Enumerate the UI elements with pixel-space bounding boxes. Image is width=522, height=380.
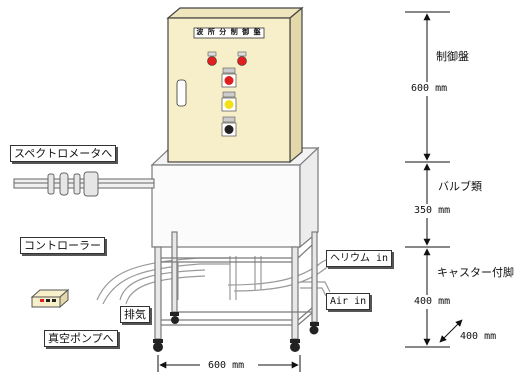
helium-in-label: ヘリウム in: [326, 250, 393, 267]
valve-stand: [150, 146, 320, 340]
caster-label: キャスター付脚: [437, 266, 514, 279]
spectrometer-label: スペクトロメータへ: [10, 145, 117, 162]
panel-title: 波 所 分 制 御 盤: [196, 28, 262, 36]
control-panel-height: 600 mm: [411, 82, 448, 96]
depth-dimension: 400 mm: [460, 331, 497, 342]
vacuum-pump-label: 真空ポンプへ: [44, 330, 118, 347]
tubing: [96, 256, 335, 305]
valves-height: 350 mm: [414, 204, 451, 218]
width-dimension: 600 mm: [208, 360, 245, 371]
caster-height: 400 mm: [414, 295, 451, 309]
control-panel: [166, 6, 304, 164]
panel-lamps: [207, 51, 247, 137]
controller-device: [30, 288, 70, 309]
dimension-lines: [157, 11, 463, 372]
control-panel-label: 制御盤: [436, 50, 469, 63]
exhaust-label: 排気: [120, 306, 150, 323]
spectrometer-pipe: [13, 171, 155, 197]
controller-label: コントローラー: [20, 237, 105, 254]
air-in-label: Air in: [326, 293, 371, 310]
casters: [153, 312, 319, 352]
valves-label: バルブ類: [438, 180, 482, 193]
